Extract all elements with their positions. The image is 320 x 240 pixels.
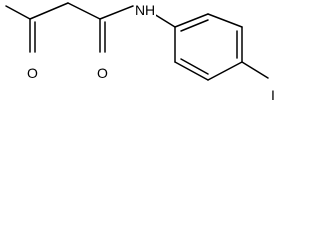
bond-n-ring [153,13,176,28]
bond-ring-iodine [241,61,269,79]
atom-oxygen-amide: O [97,65,108,81]
ring-inner-bond-3 [180,58,209,75]
bond-methyl-carbonyl [5,5,31,20]
label-layer: O O N H I [27,0,278,103]
structure-canvas: O O N H I [0,0,283,107]
structure-svg: O O N H I [5,0,278,103]
ring-inner-bond-1 [180,19,209,32]
bond-ch2-amide [67,2,101,20]
ring-bond-5 [174,61,209,81]
atom-oxygen-ketone: O [27,65,38,81]
atom-nitrogen: N [135,2,145,18]
ring-bond-2 [207,13,243,28]
bond-layer [5,2,269,81]
ring-bond-1 [174,13,209,28]
ring-bond-4 [207,61,243,81]
bond-amide-n [99,5,134,20]
atom-iodine: I [271,87,275,103]
atom-hydrogen: H [145,2,155,18]
bond-carbonyl-ch2 [29,2,69,20]
